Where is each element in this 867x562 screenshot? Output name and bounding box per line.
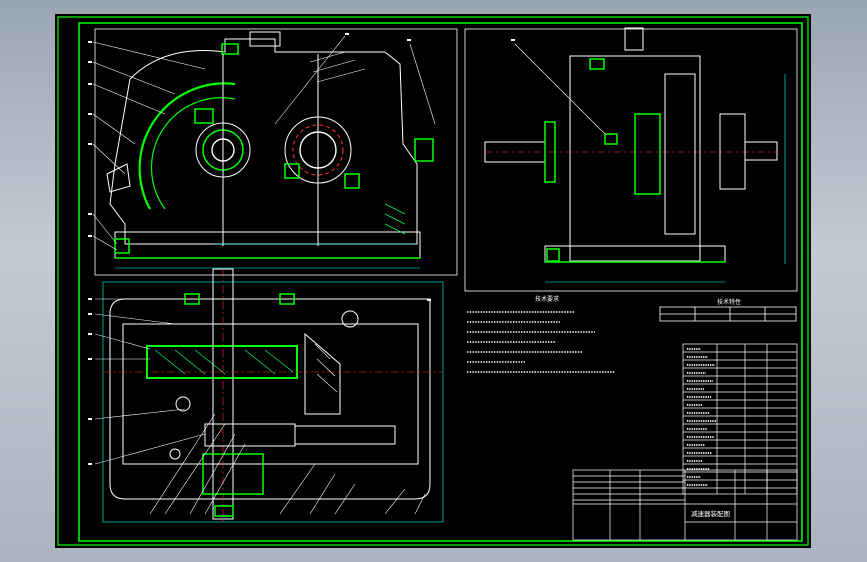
drawing-canvas[interactable]: 技术要求 技术特性 <box>55 14 811 548</box>
front-view <box>92 28 458 276</box>
tech-req-title: 技术要求 <box>535 295 559 303</box>
title-block-name: 减速器装配图 <box>691 509 730 518</box>
plan-view <box>94 268 444 524</box>
assembly-drawing: 技术要求 技术特性 <box>57 16 809 546</box>
tech-requirements: 技术要求 <box>467 295 615 373</box>
side-view <box>464 27 798 292</box>
drawing-frame <box>57 16 809 546</box>
characteristics-table: 技术特性 <box>659 298 797 322</box>
parts-list <box>682 343 798 495</box>
balloon-labels <box>88 33 515 465</box>
title-block: 减速器装配图 <box>572 469 798 541</box>
param-table-title: 技术特性 <box>717 298 741 306</box>
